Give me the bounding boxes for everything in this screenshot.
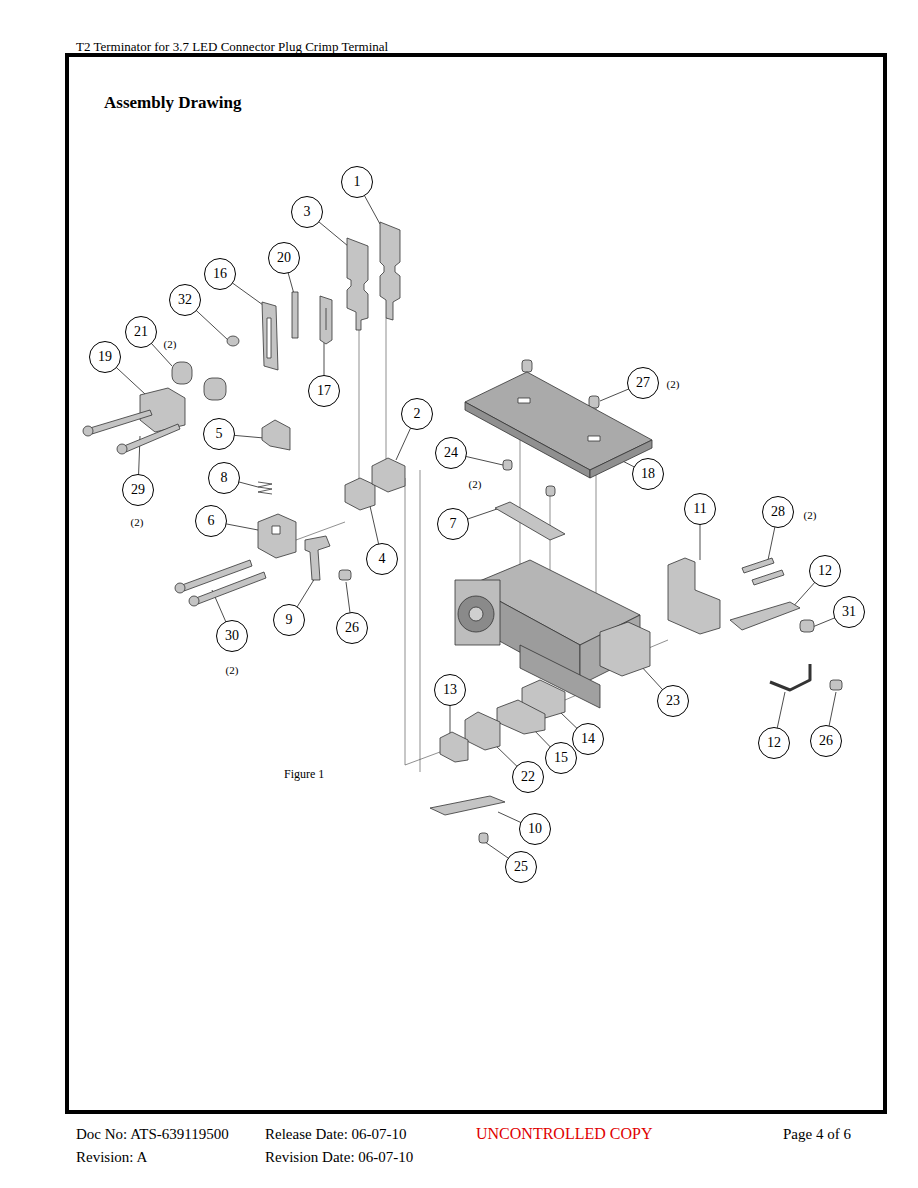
assembly-axis-lines bbox=[296, 300, 668, 772]
callout-number: 12 bbox=[758, 727, 790, 759]
callout-number: 29 bbox=[122, 474, 154, 506]
callout-text: 14 bbox=[581, 731, 595, 747]
callout-number: 11 bbox=[684, 493, 716, 525]
callout-number: 26 bbox=[810, 725, 842, 757]
callout-number: 28 bbox=[762, 496, 794, 528]
callout-number: 20 bbox=[268, 242, 300, 274]
footer-text: Revision: A bbox=[76, 1149, 147, 1166]
quantity-label: (2) bbox=[164, 338, 177, 351]
callout-text: 22 bbox=[521, 769, 535, 785]
page-border bbox=[67, 55, 885, 1112]
callout-number: 2 bbox=[401, 398, 433, 430]
callout-text: 12 bbox=[767, 735, 781, 751]
callout-number: 17 bbox=[308, 375, 340, 407]
callout-text: 32 bbox=[178, 292, 192, 308]
callout-text: 11 bbox=[693, 501, 706, 517]
callout-text: 20 bbox=[277, 250, 291, 266]
callout-number: 3 bbox=[291, 196, 323, 228]
callout-number: 18 bbox=[632, 458, 664, 490]
callout-text: 1 bbox=[354, 174, 361, 190]
callout-text: 27 bbox=[636, 375, 650, 391]
callout-text: 8 bbox=[221, 470, 228, 486]
callout-number: 5 bbox=[203, 418, 235, 450]
drawing-title: Assembly Drawing bbox=[104, 93, 241, 113]
leader-lines bbox=[105, 182, 849, 867]
callout-number: 12 bbox=[809, 555, 841, 587]
figure-caption: Figure 1 bbox=[284, 768, 324, 782]
callout-text: 9 bbox=[286, 612, 293, 628]
callout-number: 14 bbox=[572, 723, 604, 755]
callout-text: 2 bbox=[414, 406, 421, 422]
callout-text: 12 bbox=[818, 563, 832, 579]
footer-text: Release Date: 06-07-10 bbox=[265, 1126, 407, 1143]
callout-number: 27 bbox=[627, 367, 659, 399]
quantity-label: (2) bbox=[667, 378, 680, 391]
callout-text: 29 bbox=[131, 482, 145, 498]
callout-text: 10 bbox=[528, 821, 542, 837]
callout-number: 10 bbox=[519, 813, 551, 845]
callout-number: 26 bbox=[336, 612, 368, 644]
quantity-label: (2) bbox=[226, 664, 239, 677]
callout-text: 15 bbox=[554, 750, 568, 766]
callout-text: 18 bbox=[641, 466, 655, 482]
callout-number: 8 bbox=[208, 462, 240, 494]
callout-text: 5 bbox=[216, 426, 223, 442]
callout-number: 1 bbox=[341, 166, 373, 198]
part-drawings bbox=[83, 222, 842, 843]
callout-text: 25 bbox=[514, 859, 528, 875]
callout-text: 6 bbox=[208, 513, 215, 529]
callout-number: 9 bbox=[273, 604, 305, 636]
callout-number: 31 bbox=[833, 596, 865, 628]
callout-text: 28 bbox=[771, 504, 785, 520]
callout-number: 21 bbox=[125, 316, 157, 348]
callout-text: 17 bbox=[317, 383, 331, 399]
callout-text: 24 bbox=[444, 445, 458, 461]
quantity-label: (2) bbox=[131, 516, 144, 529]
footer-text: Page 4 of 6 bbox=[783, 1126, 851, 1143]
callout-text: 26 bbox=[819, 733, 833, 749]
callout-number: 22 bbox=[512, 761, 544, 793]
callout-number: 6 bbox=[195, 505, 227, 537]
callout-text: 7 bbox=[450, 516, 457, 532]
callout-number: 16 bbox=[204, 258, 236, 290]
quantity-label: (2) bbox=[804, 509, 817, 522]
footer-text: Doc No: ATS-639119500 bbox=[76, 1126, 229, 1143]
callout-text: 13 bbox=[443, 682, 457, 698]
callout-text: 31 bbox=[842, 604, 856, 620]
footer-text: UNCONTROLLED COPY bbox=[476, 1125, 652, 1143]
callout-text: 26 bbox=[345, 620, 359, 636]
callout-number: 24 bbox=[435, 437, 467, 469]
callout-number: 19 bbox=[89, 341, 121, 373]
callout-text: 19 bbox=[98, 349, 112, 365]
callout-text: 16 bbox=[213, 266, 227, 282]
callout-text: 30 bbox=[225, 628, 239, 644]
quantity-label: (2) bbox=[469, 478, 482, 491]
callout-text: 3 bbox=[304, 204, 311, 220]
callout-number: 13 bbox=[434, 674, 466, 706]
callout-number: 7 bbox=[437, 508, 469, 540]
header-text: T2 Terminator for 3.7 LED Connector Plug… bbox=[76, 40, 388, 55]
footer-text: Revision Date: 06-07-10 bbox=[265, 1149, 413, 1166]
callout-number: 32 bbox=[169, 284, 201, 316]
callout-number: 15 bbox=[545, 742, 577, 774]
callout-text: 21 bbox=[134, 324, 148, 340]
callout-text: 4 bbox=[379, 551, 386, 567]
callout-number: 25 bbox=[505, 851, 537, 883]
callout-text: 23 bbox=[666, 693, 680, 709]
callout-number: 23 bbox=[657, 685, 689, 717]
callout-number: 30 bbox=[216, 620, 248, 652]
callout-number: 4 bbox=[366, 543, 398, 575]
